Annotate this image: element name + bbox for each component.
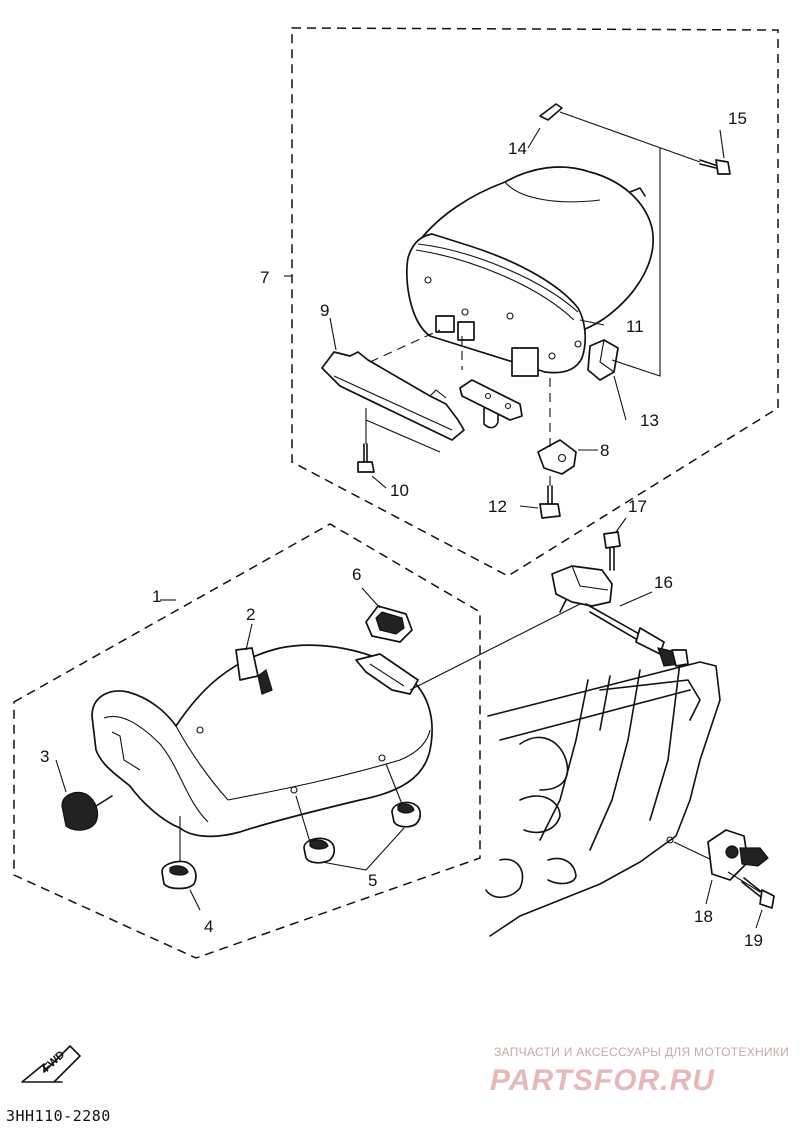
latch-plate (459, 379, 523, 429)
callout-11: 11 (626, 317, 644, 336)
part-5-damper-b (391, 801, 422, 828)
watermark: ЗАПЧАСТИ И АКСЕССУАРЫ ДЛЯ МОТОТЕХНИКИ PA… (490, 1045, 789, 1097)
diagram-code: 3HH110-2280 (6, 1107, 111, 1125)
callout-5: 5 (368, 871, 377, 890)
part-4-damper (161, 860, 197, 890)
callout-8: 8 (600, 441, 609, 460)
upper-leader-lines (284, 111, 701, 486)
callout-numbers: 1 2 3 4 5 6 7 8 9 10 11 12 13 14 15 16 1… (40, 109, 763, 950)
frame-section (485, 599, 721, 937)
part-5-damper-a (303, 837, 336, 864)
part-14-clip (539, 103, 563, 121)
callout-10: 10 (390, 481, 409, 500)
callout-6: 6 (352, 565, 361, 584)
callout-12: 12 (488, 497, 507, 516)
part-19-screw (727, 871, 775, 909)
callout-1: 1 (152, 587, 161, 606)
callout-4: 4 (204, 917, 213, 936)
callout-16: 16 (654, 573, 673, 592)
part-9-rail (321, 351, 465, 441)
watermark-line-2: PARTSFOR.RU (490, 1064, 715, 1097)
callout-7: 7 (260, 268, 269, 287)
part-16-lock-cable (551, 565, 689, 667)
part-12-bolt (539, 485, 561, 519)
callout-18: 18 (694, 907, 713, 926)
callout-2: 2 (246, 605, 255, 624)
rear-seat-cowl (405, 166, 654, 377)
part-6-grommet (365, 605, 413, 643)
main-seat-group-border (13, 523, 481, 959)
callout-9: 9 (320, 301, 329, 320)
part-13-bracket (587, 339, 619, 381)
callout-3: 3 (40, 747, 49, 766)
callout-14: 14 (508, 139, 527, 158)
rear-seat-group-border (291, 27, 779, 577)
callout-17: 17 (628, 497, 647, 516)
part-18-lock (707, 829, 769, 881)
watermark-line-1: ЗАПЧАСТИ И АКСЕССУАРЫ ДЛЯ МОТОТЕХНИКИ (494, 1045, 789, 1059)
part-17-bolt (603, 531, 621, 571)
callout-19: 19 (744, 931, 763, 950)
part-8-bracket (537, 439, 577, 475)
fwd-arrow-icon: FWD (21, 1045, 81, 1083)
right-leader-lines (329, 127, 763, 929)
lower-leader-lines (55, 587, 581, 911)
part-10-bolt (357, 443, 375, 473)
main-seat (91, 644, 433, 838)
callout-15: 15 (728, 109, 747, 128)
callout-13: 13 (640, 411, 659, 430)
part-3-damper (61, 791, 113, 831)
part-15-screw (699, 159, 731, 175)
